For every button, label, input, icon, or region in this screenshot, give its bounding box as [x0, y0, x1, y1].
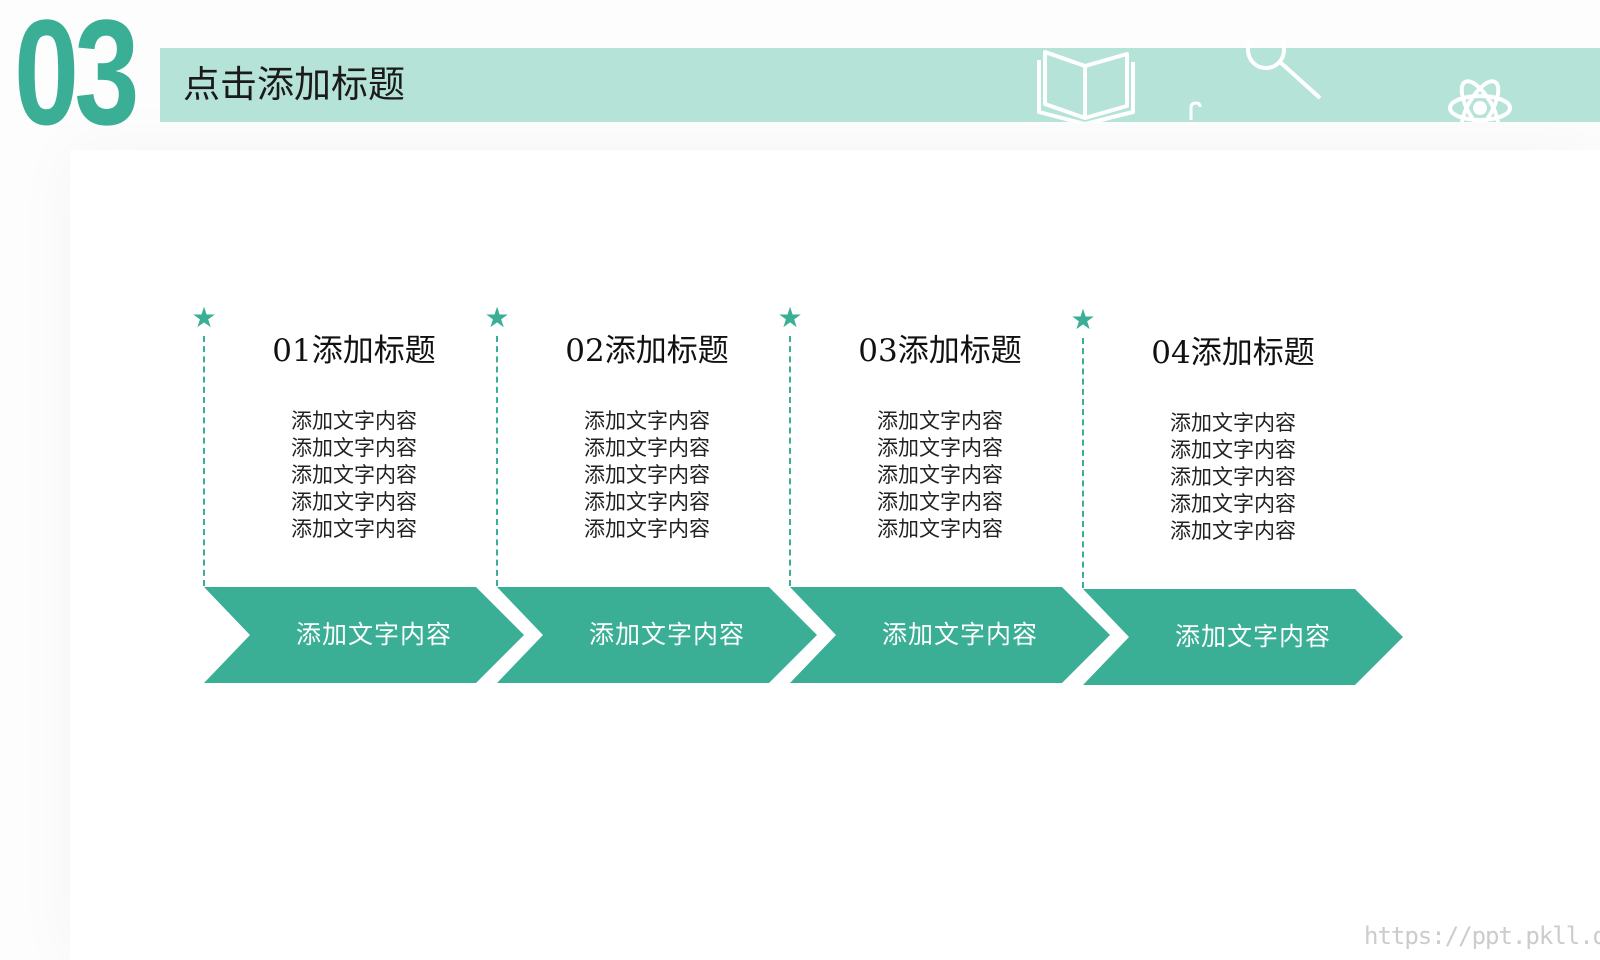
chevron-arrow-shape [790, 587, 1110, 683]
step-description: 添加文字内容 添加文字内容 添加文字内容 添加文字内容 添加文字内容 [830, 408, 1050, 543]
open-book-icon [1037, 50, 1135, 124]
star-icon: ★ [1070, 303, 1096, 336]
step-title: 04添加标题 [1151, 335, 1315, 371]
chevron-arrow-shape [1083, 589, 1403, 685]
dashed-connector [496, 336, 498, 586]
header-bar [160, 48, 1600, 122]
text-line: 添加文字内容 [1170, 438, 1296, 462]
step-title: 02添加标题 [565, 333, 729, 369]
content-panel [70, 150, 1600, 960]
text-line: 添加文字内容 [584, 409, 710, 433]
text-line: 添加文字内容 [1170, 465, 1296, 489]
dashed-connector [203, 336, 205, 586]
text-line: 添加文字内容 [291, 436, 417, 460]
chevron-arrow-shape [497, 587, 817, 683]
step-description: 添加文字内容 添加文字内容 添加文字内容 添加文字内容 添加文字内容 [244, 408, 464, 543]
star-icon: ★ [777, 301, 803, 334]
text-line: 添加文字内容 [291, 517, 417, 541]
text-line: 添加文字内容 [584, 517, 710, 541]
atom-icon [1448, 79, 1512, 122]
step-card-2: ★ 02添加标题 添加文字内容 添加文字内容 添加文字内容 添加文字内容 添加文… [484, 300, 817, 700]
dashed-connector [1082, 338, 1084, 588]
page-title: 点击添加标题 [183, 63, 405, 106]
section-number: 03 [14, 0, 139, 156]
watermark-url: https://ppt.pkll.de [1364, 922, 1600, 950]
step-description: 添加文字内容 添加文字内容 添加文字内容 添加文字内容 添加文字内容 [537, 408, 757, 543]
text-line: 添加文字内容 [1170, 519, 1296, 543]
text-line: 添加文字内容 [877, 436, 1003, 460]
step-description: 添加文字内容 添加文字内容 添加文字内容 添加文字内容 添加文字内容 [1123, 410, 1343, 545]
step-card-4: ★ 04添加标题 添加文字内容 添加文字内容 添加文字内容 添加文字内容 添加文… [1070, 302, 1403, 702]
hook-icon [1189, 101, 1202, 120]
text-line: 添加文字内容 [877, 463, 1003, 487]
text-line: 添加文字内容 [584, 490, 710, 514]
arrow-label: 添加文字内容 [588, 620, 745, 649]
text-line: 添加文字内容 [584, 463, 710, 487]
magnifier-icon [1246, 40, 1322, 100]
arrow-label: 添加文字内容 [881, 620, 1038, 649]
text-line: 添加文字内容 [877, 409, 1003, 433]
star-icon: ★ [484, 301, 510, 334]
step-card-1: ★ 01添加标题 添加文字内容 添加文字内容 添加文字内容 添加文字内容 添加文… [191, 300, 524, 700]
text-line: 添加文字内容 [1170, 492, 1296, 516]
chevron-arrow-shape [204, 587, 524, 683]
step-title: 01添加标题 [272, 333, 436, 369]
text-line: 添加文字内容 [291, 463, 417, 487]
arrow-label: 添加文字内容 [295, 620, 452, 649]
star-icon: ★ [191, 301, 217, 334]
text-line: 添加文字内容 [291, 490, 417, 514]
text-line: 添加文字内容 [291, 409, 417, 433]
step-title: 03添加标题 [858, 333, 1022, 369]
text-line: 添加文字内容 [877, 490, 1003, 514]
arrow-label: 添加文字内容 [1174, 622, 1331, 651]
text-line: 添加文字内容 [1170, 411, 1296, 435]
text-line: 添加文字内容 [877, 517, 1003, 541]
text-line: 添加文字内容 [584, 436, 710, 460]
step-card-3: ★ 03添加标题 添加文字内容 添加文字内容 添加文字内容 添加文字内容 添加文… [777, 300, 1110, 700]
dashed-connector [789, 336, 791, 586]
